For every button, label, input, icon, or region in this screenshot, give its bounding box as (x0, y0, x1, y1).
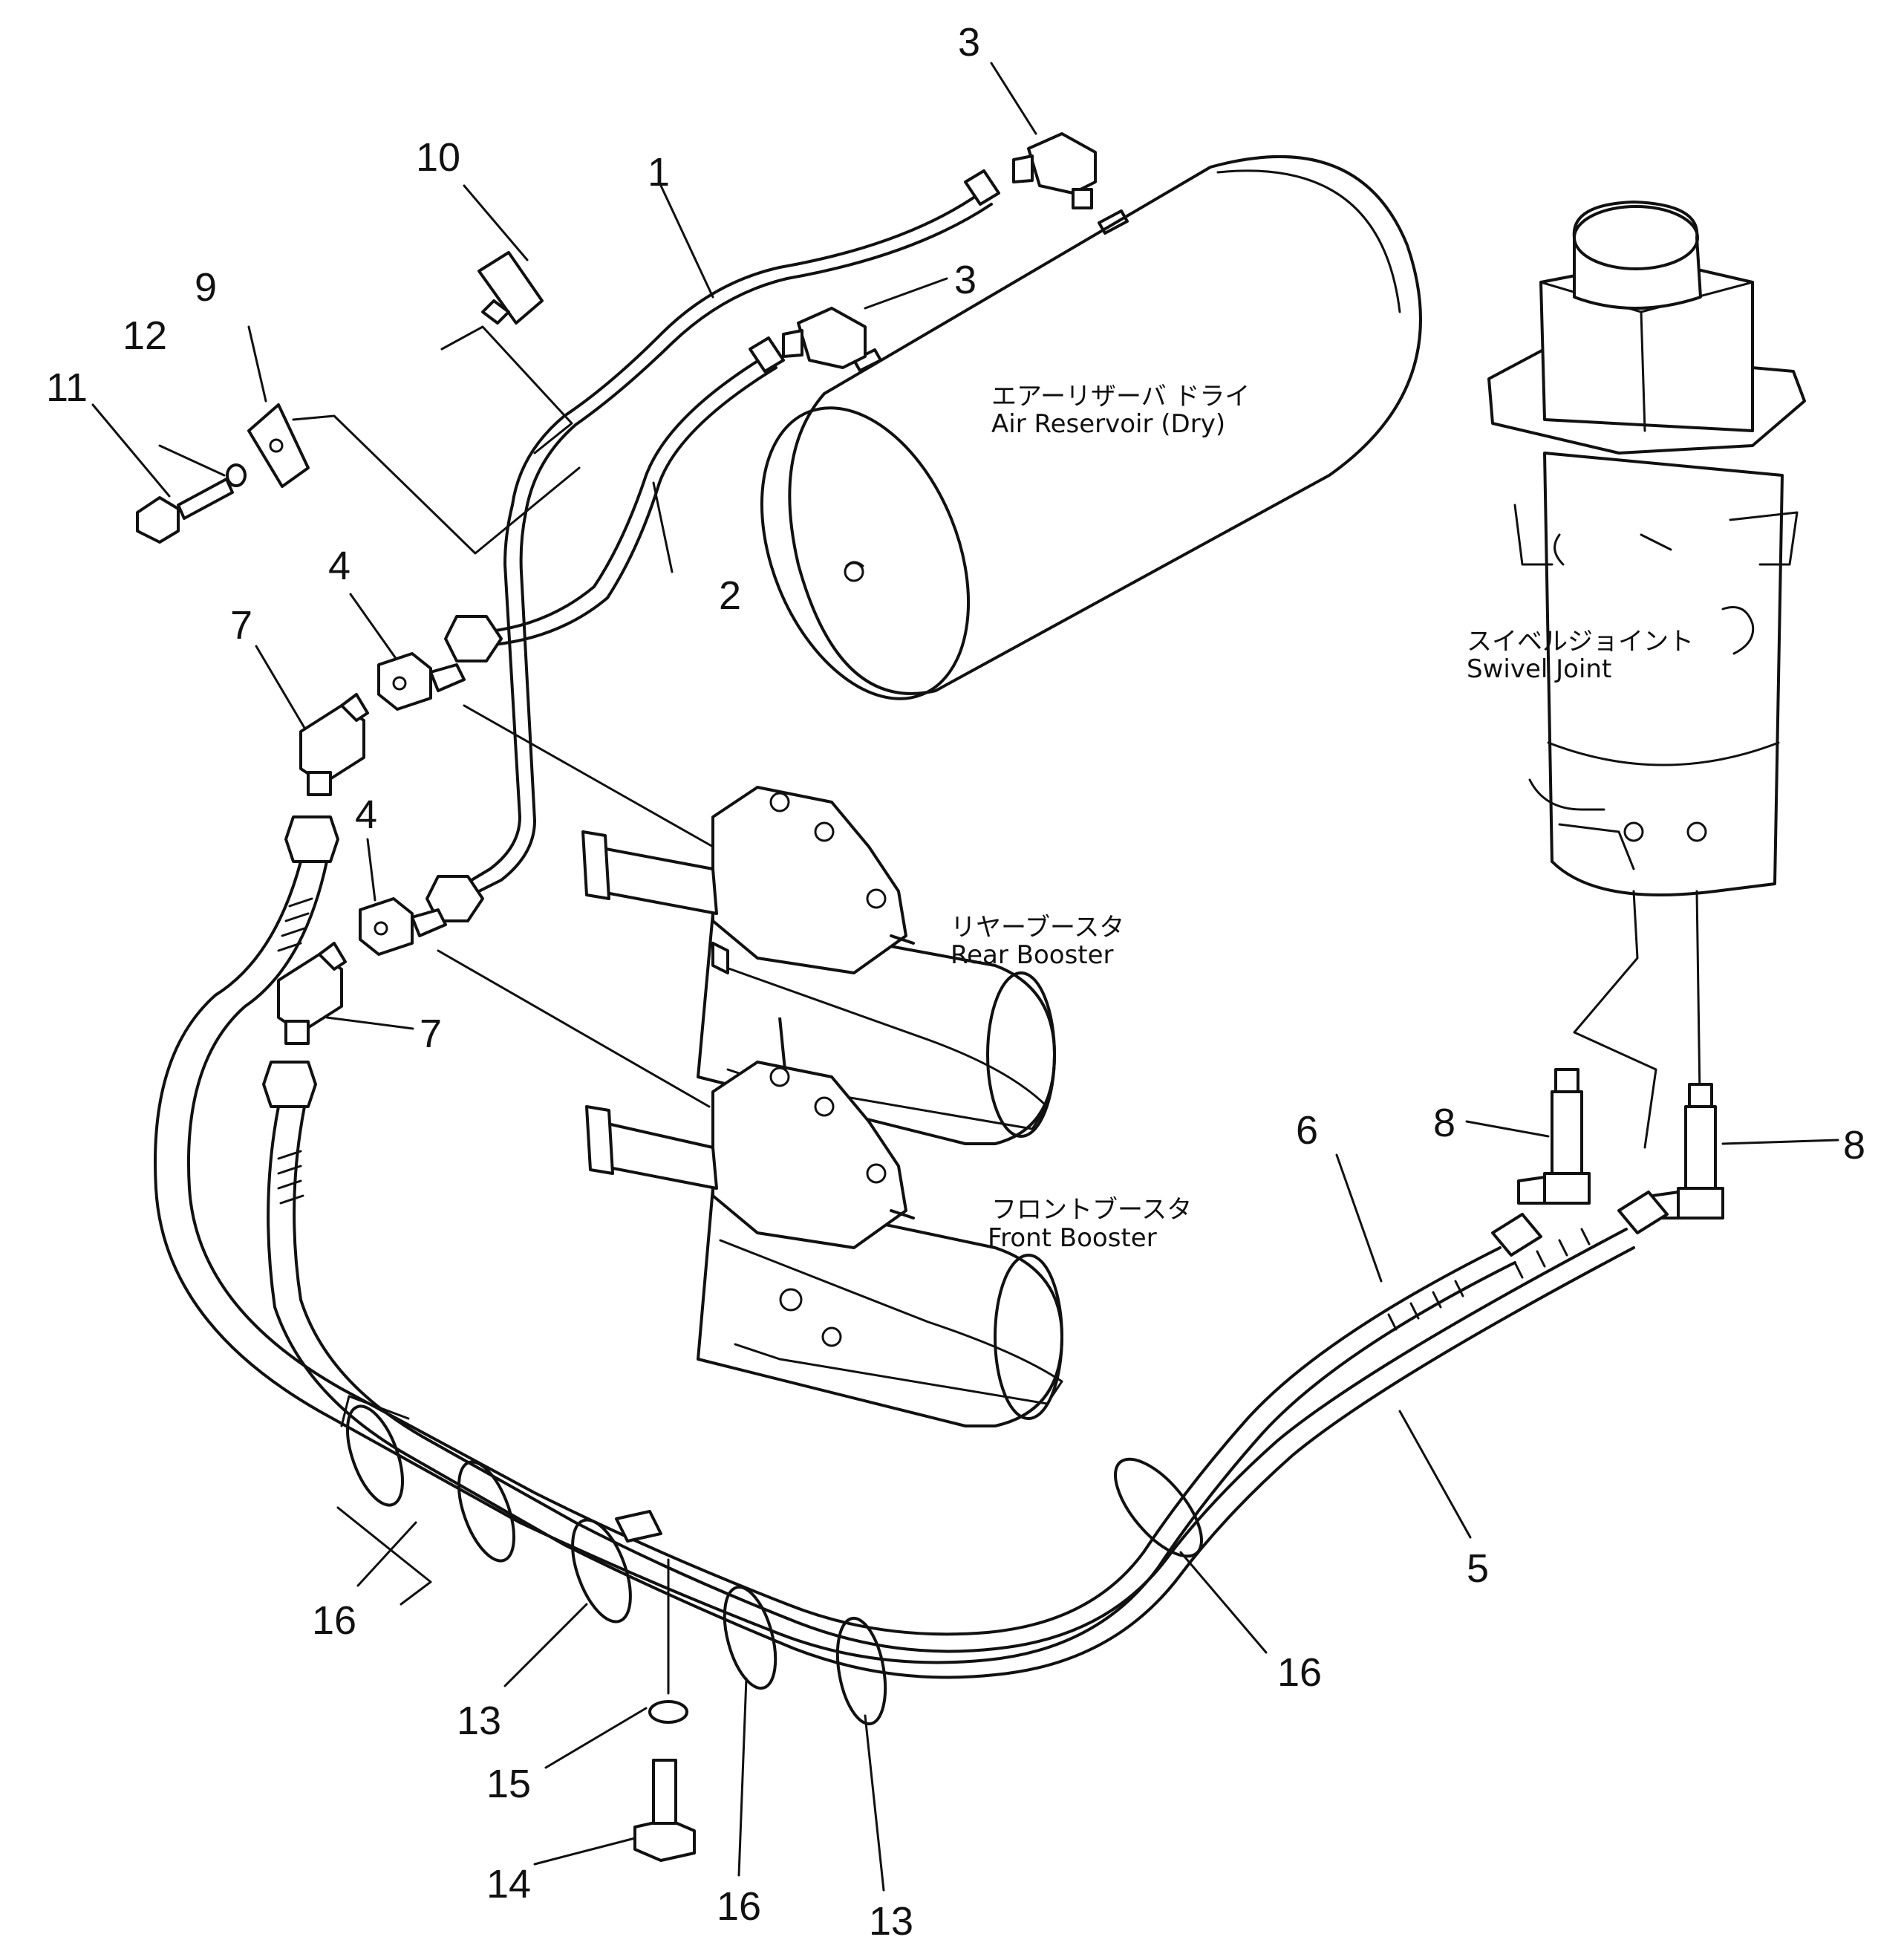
part-number-11: 11 (46, 365, 88, 410)
air-reservoir-label-en: Air Reservoir (Dry) (991, 409, 1225, 439)
fitting-4b-to-front-booster-line (437, 949, 711, 1108)
pipe-2 (444, 336, 785, 662)
rear-booster-label-jp: リヤーブースタ (951, 913, 1124, 942)
swivel-joint-label-en: Swivel Joint (1467, 654, 1611, 684)
part-number-labels: 3 1 3 10 9 12 11 2 4 7 4 7 8 8 6 5 16 16… (46, 20, 1865, 1944)
part-number-3a: 3 (958, 20, 980, 65)
part-number-8b: 8 (1843, 1123, 1865, 1168)
part-number-13a: 13 (457, 1699, 501, 1743)
hose-clamp-13a (571, 1510, 662, 1624)
clamp-bracket-line (336, 1506, 432, 1606)
clamp-10 (477, 251, 544, 325)
leader-lines (91, 62, 1839, 1892)
part-number-3b: 3 (954, 258, 977, 302)
part-number-16a: 16 (312, 1598, 356, 1643)
hose-clamp-16c (723, 1585, 777, 1690)
rear-booster-label-en: Rear Booster (951, 940, 1114, 970)
front-booster-label-en: Front Booster (988, 1223, 1157, 1253)
hose-left-group (154, 815, 1635, 1679)
fitting-4a-to-rear-booster-line (463, 704, 714, 848)
air-reservoir-tank (760, 154, 1422, 700)
part-number-12: 12 (123, 313, 167, 358)
part-number-16c: 16 (717, 1884, 761, 1929)
part-number-6: 6 (1296, 1108, 1318, 1153)
part-number-14: 14 (486, 1862, 531, 1906)
clamp-leader-9 (292, 414, 581, 555)
part-number-10: 10 (416, 135, 460, 180)
part-number-4b: 4 (355, 792, 377, 837)
part-number-4a: 4 (328, 544, 351, 588)
washer-12 (226, 463, 247, 487)
part-number-16d: 16 (1277, 1650, 1322, 1695)
bracket-9 (247, 403, 310, 488)
part-number-7b: 7 (420, 1012, 442, 1056)
elbow-fitting-4a (377, 652, 466, 711)
part-number-13b: 13 (869, 1899, 913, 1944)
elbow-fitting-3a (1012, 132, 1097, 209)
part-number-5: 5 (1467, 1546, 1489, 1591)
swivel-joint-label-jp: スイベルジョイント (1467, 627, 1694, 657)
elbow-fitting-8a (1517, 1068, 1591, 1205)
part-number-7a: 7 (230, 603, 252, 648)
elbow-fitting-7a (299, 693, 369, 796)
washer-15 (648, 1700, 688, 1724)
hose-6 (1387, 1213, 1542, 1331)
part-number-9: 9 (195, 265, 217, 310)
hose-clamp-16d (1114, 1457, 1203, 1558)
pipe-1 (426, 169, 1000, 922)
part-number-8a: 8 (1433, 1101, 1455, 1145)
elbow-fitting-4b (359, 897, 447, 956)
bolt-14 (633, 1759, 696, 1862)
hose-5 (1513, 1191, 1669, 1279)
elbow-fitting-3b (782, 307, 867, 369)
clamp-leader-10 (440, 325, 573, 455)
hose-clamp-16a (340, 1395, 410, 1507)
swivel-joint (1487, 201, 1806, 1149)
front-booster (585, 1061, 1063, 1427)
hose-clamp-16b (457, 1460, 515, 1563)
bolt-11 (136, 478, 234, 544)
part-number-2: 2 (719, 573, 741, 618)
elbow-fitting-7b (277, 942, 347, 1045)
elbow-fitting-8b (1651, 1083, 1724, 1220)
front-booster-label-jp: フロントブースタ (991, 1195, 1192, 1225)
hose-clamp-13b (835, 1616, 887, 1726)
air-reservoir-label-jp: エアーリザーバ ドライ (991, 382, 1250, 411)
part-number-1: 1 (648, 150, 670, 195)
part-number-15: 15 (486, 1762, 531, 1806)
